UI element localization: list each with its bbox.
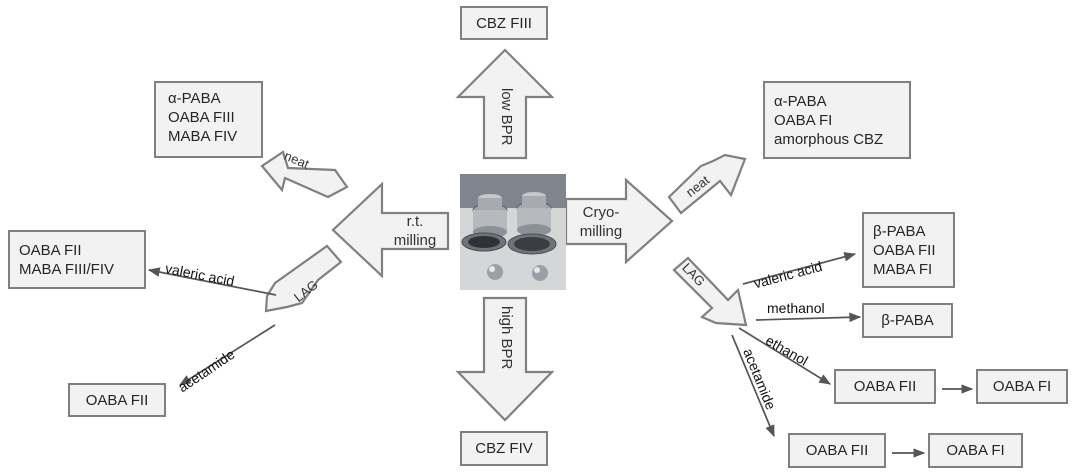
milling-label-right: milling xyxy=(579,223,623,240)
left-neat-result-box: α-PABA OABA FIII MABA FIV xyxy=(154,81,263,158)
line-right-ethanol xyxy=(738,327,832,385)
milling-jars-and-balls-icon xyxy=(460,174,566,290)
right-methanol-result-box: β-PABA xyxy=(862,303,953,338)
left-acetamide-result-box: OABA FII xyxy=(68,383,166,417)
result-line: OABA FII xyxy=(19,241,82,259)
result-line: OABA FIII xyxy=(168,109,235,126)
right-acetamide-final-box: OABA FI xyxy=(928,433,1023,468)
result-line: α-PABA xyxy=(168,90,221,107)
arrow-left-lag xyxy=(264,244,343,313)
result-line: OABA FI xyxy=(774,111,833,129)
cryo-milling-label: Cryo- milling xyxy=(570,203,632,241)
result-line: OABA FII xyxy=(873,241,936,259)
arrow-low-bpr xyxy=(455,48,555,160)
high-bpr-label: high BPR xyxy=(498,306,515,370)
right-valeric-result-box: β-PABA OABA FII MABA FI xyxy=(862,212,955,288)
arrow-cryo-milling xyxy=(564,177,674,265)
result-line: amorphous CBZ xyxy=(774,130,884,148)
rt-milling-label: r.t. milling xyxy=(385,212,445,250)
result-line: β-PABA xyxy=(873,222,926,240)
right-neat-result-box: α-PABA OABA FI amorphous CBZ xyxy=(763,81,911,159)
result-line: MABA FI xyxy=(873,260,933,278)
result-line: α-PABA xyxy=(774,92,827,110)
cryo-label: Cryo- xyxy=(582,204,620,221)
arrow-left-neat xyxy=(260,150,349,199)
line-right-valeric xyxy=(742,252,857,285)
line-left-valeric xyxy=(147,267,277,296)
line-right-acetamide xyxy=(731,334,775,438)
low-bpr-label: low BPR xyxy=(498,88,515,146)
result-line: MABA FIII/FIV xyxy=(19,260,115,278)
arrow-high-bpr xyxy=(455,296,555,422)
right-ethanol-result-box: OABA FII xyxy=(834,369,936,404)
cbz-fiv-box: CBZ FIV xyxy=(460,431,548,466)
milling-jars-photo xyxy=(460,174,566,290)
line-left-acetamide xyxy=(178,324,276,386)
cbz-fiii-box: CBZ FIII xyxy=(460,6,548,40)
line-right-methanol xyxy=(755,312,862,323)
right-acetamide-result-box: OABA FII xyxy=(788,433,886,468)
arrow-rt-milling xyxy=(331,181,450,279)
left-valeric-result-box: OABA FII MABA FIII/FIV xyxy=(8,230,146,289)
result-line: MABA FIV xyxy=(168,128,238,145)
arrow-right-neat xyxy=(667,153,747,215)
milling-label-left: milling xyxy=(393,232,437,249)
rt-label: r.t. xyxy=(406,213,424,230)
right-ethanol-final-box: OABA FI xyxy=(976,369,1068,404)
right-methanol-label: methanol xyxy=(767,300,825,316)
arrow-right-lag xyxy=(672,256,748,327)
